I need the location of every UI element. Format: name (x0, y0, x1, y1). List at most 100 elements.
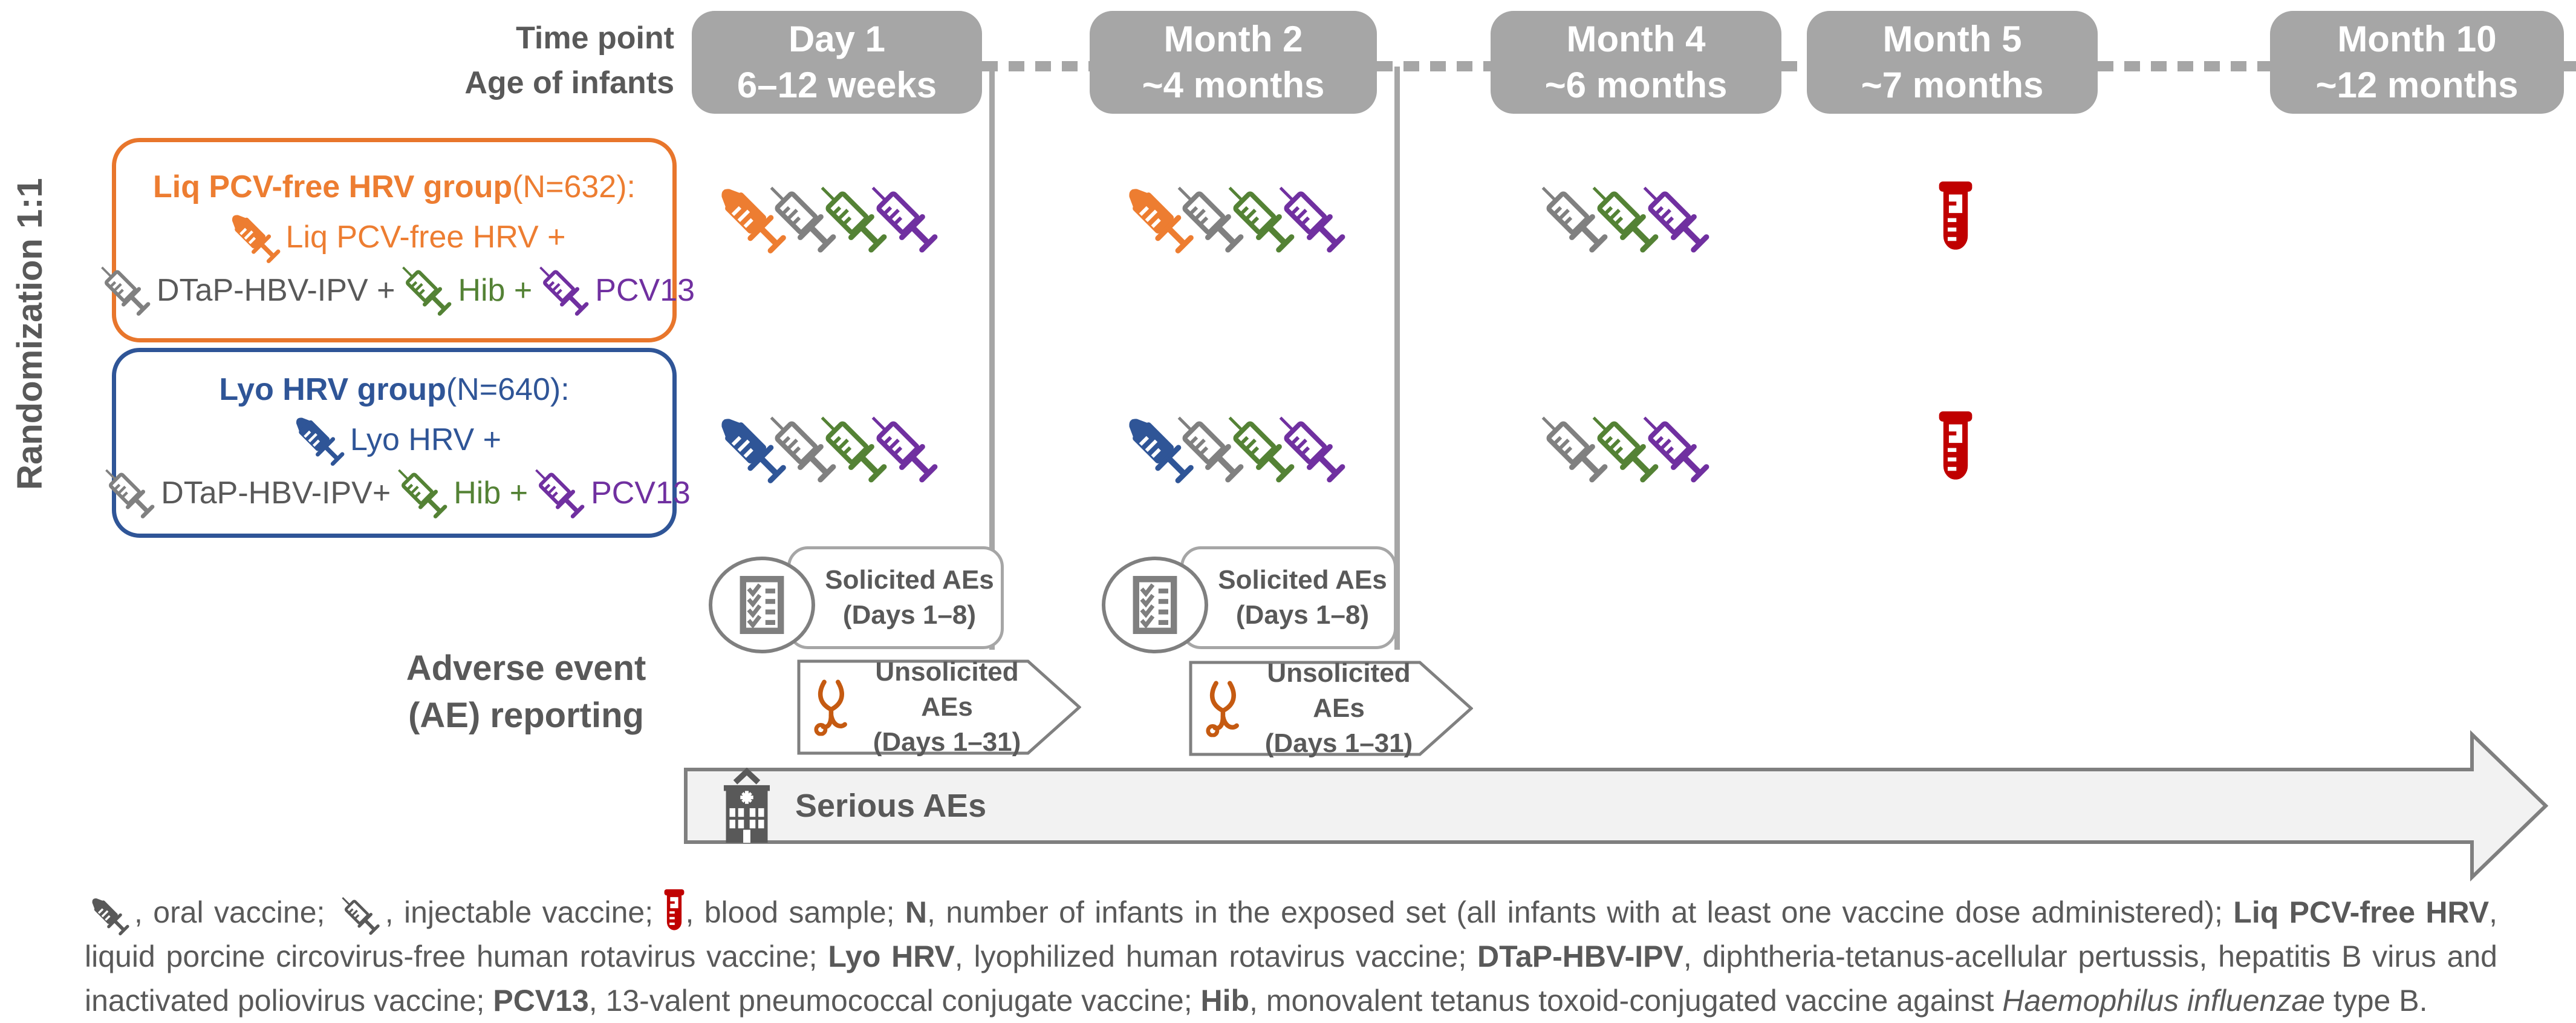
ae-label-line1: Adverse event (406, 649, 646, 688)
timepoint-month5: Month 5 ~7 months (1807, 11, 2098, 114)
timepoint-age: ~12 months (2315, 65, 2519, 105)
timeline-dotted-connector (1781, 61, 1807, 71)
solicited-aes-days: (Days 1–8) (1235, 600, 1370, 630)
text-segment: , injectable vaccine; (385, 895, 664, 929)
serious-aes-label: Serious AEs (795, 788, 987, 824)
solicited-aes-box-day1: Solicited AEs (Days 1–8) (787, 546, 1004, 649)
unsolicited-aes-days: (Days 1–31) (873, 727, 1021, 757)
timeline-axis-label: Time point Age of infants (242, 16, 674, 105)
timeline-dotted-connector (982, 61, 1090, 71)
text-segment: (N=632): (512, 169, 636, 204)
text-segment: Liq PCV-free HRV (2233, 895, 2490, 929)
doses-row1-month4 (1529, 174, 1681, 264)
unsolicited-aes-label: Unsolicited AEs (875, 657, 1019, 722)
unsolicited-aes-text: Unsolicited AEs (Days 1–31) (1249, 656, 1473, 761)
injectable-vaccine-syringe-icon (526, 459, 593, 526)
time-point-label: Time point (516, 21, 674, 56)
unsolicited-aes-content: Unsolicited AEs (Days 1–31) (1189, 658, 1473, 758)
text-segment: , lyophilized human rotavirus vaccine; (954, 940, 1478, 973)
text-segment: , liquid porcine circovirus-free human r… (85, 895, 2497, 973)
solicited-aes-label: Solicited AEs (825, 565, 994, 595)
injectable-vaccine-syringe-icon (91, 257, 158, 324)
day1-drop-line (989, 67, 995, 650)
text-segment: PCV13 (493, 984, 589, 1018)
unsolicited-aes-days: (Days 1–31) (1264, 728, 1413, 758)
text-segment: Lyo HRV (828, 940, 955, 973)
group-vaccine-line: Lyo HRV + (287, 413, 501, 466)
text-segment: type B. (2324, 984, 2428, 1018)
timepoint-month10: Month 10 ~12 months (2270, 11, 2564, 114)
text-segment: Hib + (458, 273, 533, 308)
hospital-icon (717, 766, 777, 843)
text-segment: Liq PCV-free HRV + (285, 220, 566, 255)
month2-drop-line (1394, 67, 1400, 650)
text-segment: DTaP-HBV-IPV (1477, 940, 1683, 973)
text-segment: DTaP-HBV-IPV+ (161, 476, 391, 511)
solicited-aes-label: Solicited AEs (1218, 565, 1387, 595)
text-segment: , monovalent tetanus toxoid-conjugated v… (1249, 984, 2003, 1018)
doses-row2-day1 (706, 404, 909, 494)
text-segment: Liq PCV-free HRV group (153, 169, 513, 204)
doses-row1-day1 (706, 174, 909, 264)
serious-aes-arrow (684, 730, 2549, 882)
injectable-vaccine-syringe-icon (393, 257, 460, 324)
unsolicited-aes-text: Unsolicited AEs (Days 1–31) (857, 655, 1081, 760)
text-segment: , diphtheria-tetanus-acellular pertussis… (85, 940, 2497, 1018)
injectable-vaccine-syringe-icon (530, 257, 597, 324)
timepoint-label: Month 4 (1566, 19, 1706, 59)
group-title: Lyo HRV group (N=640): (219, 366, 569, 413)
timepoint-age: ~6 months (1544, 65, 1728, 105)
text-segment: , number of infants in the exposed set (… (927, 895, 2234, 929)
group-covaccines-line: DTaP-HBV-IPV+ Hib + PCV13 (98, 466, 691, 520)
timepoint-age: 6–12 weeks (737, 65, 937, 105)
timepoint-label: Month 2 (1163, 19, 1303, 59)
blood-tube-icon (1937, 411, 1974, 487)
text-segment: Haemophilus influenzae (2002, 984, 2325, 1018)
timepoint-age: ~4 months (1142, 65, 1325, 105)
timeline-dotted-connector (1377, 61, 1491, 71)
blood-sample-row1-month5 (1937, 181, 1974, 260)
unsolicited-aes-label: Unsolicited AEs (1267, 658, 1411, 723)
injectable-vaccine-syringe-icon (96, 459, 163, 526)
text-segment: Hib + (454, 476, 529, 511)
age-of-infants-label: Age of infants (464, 65, 674, 100)
timeline-dotted-connector (2564, 61, 2576, 71)
oral-vaccine-syringe-icon (285, 406, 352, 473)
timepoint-label: Month 5 (1882, 19, 2022, 59)
checklist-icon (740, 575, 784, 635)
stethoscope-icon (814, 678, 857, 736)
oral-vaccine-syringe-icon (221, 203, 288, 270)
timeline-dotted-connector (2098, 61, 2270, 71)
unsolicited-aes-arrow-day1: Unsolicited AEs (Days 1–31) (797, 657, 1081, 757)
arrow-shape (797, 659, 1081, 755)
text-segment: , blood sample; (685, 895, 905, 929)
text-segment: Hib (1200, 984, 1250, 1018)
stethoscope-icon (1206, 679, 1249, 737)
figure-footnote: , oral vaccine; , injectable vaccine; , … (85, 889, 2497, 1023)
doses-row1-month2 (1114, 174, 1317, 264)
group-vaccine-line: Liq PCV-free HRV + (223, 211, 566, 264)
text-segment: N (905, 895, 928, 929)
timepoint-month2: Month 2 ~4 months (1090, 11, 1377, 114)
doses-row2-month2 (1114, 404, 1317, 494)
blood-tube-icon (663, 889, 685, 935)
unsolicited-aes-content: Unsolicited AEs (Days 1–31) (797, 657, 1081, 757)
blood-tube-icon (1937, 181, 1974, 257)
solicited-aes-days: (Days 1–8) (842, 600, 977, 630)
liq-pcv-free-hrv-group-box: Liq PCV-free HRV group (N=632): Liq PCV-… (112, 138, 695, 342)
text-segment: DTaP-HBV-IPV + (156, 273, 395, 308)
oral-vaccine-syringe-icon (83, 890, 135, 942)
timepoint-age: ~7 months (1861, 65, 2044, 105)
text-segment: PCV13 (591, 476, 691, 511)
timepoint-month4: Month 4 ~6 months (1491, 11, 1781, 114)
text-segment: , 13-valent pneumococcal conjugate vacci… (588, 984, 1201, 1018)
adverse-event-section-label: Adverse event (AE) reporting (339, 645, 714, 739)
timepoint-label: Month 10 (2337, 19, 2497, 59)
serious-aes-content: Serious AEs (717, 770, 986, 842)
text-segment: , oral vaccine; (134, 895, 336, 929)
injectable-vaccine-syringe-icon (389, 459, 456, 526)
lyo-hrv-group-box: Lyo HRV group (N=640): Lyo HRV + DTaP-HB… (112, 348, 691, 538)
injectable-vaccine-syringe-icon (334, 890, 386, 942)
solicited-aes-box-month2: Solicited AEs (Days 1–8) (1180, 546, 1397, 649)
